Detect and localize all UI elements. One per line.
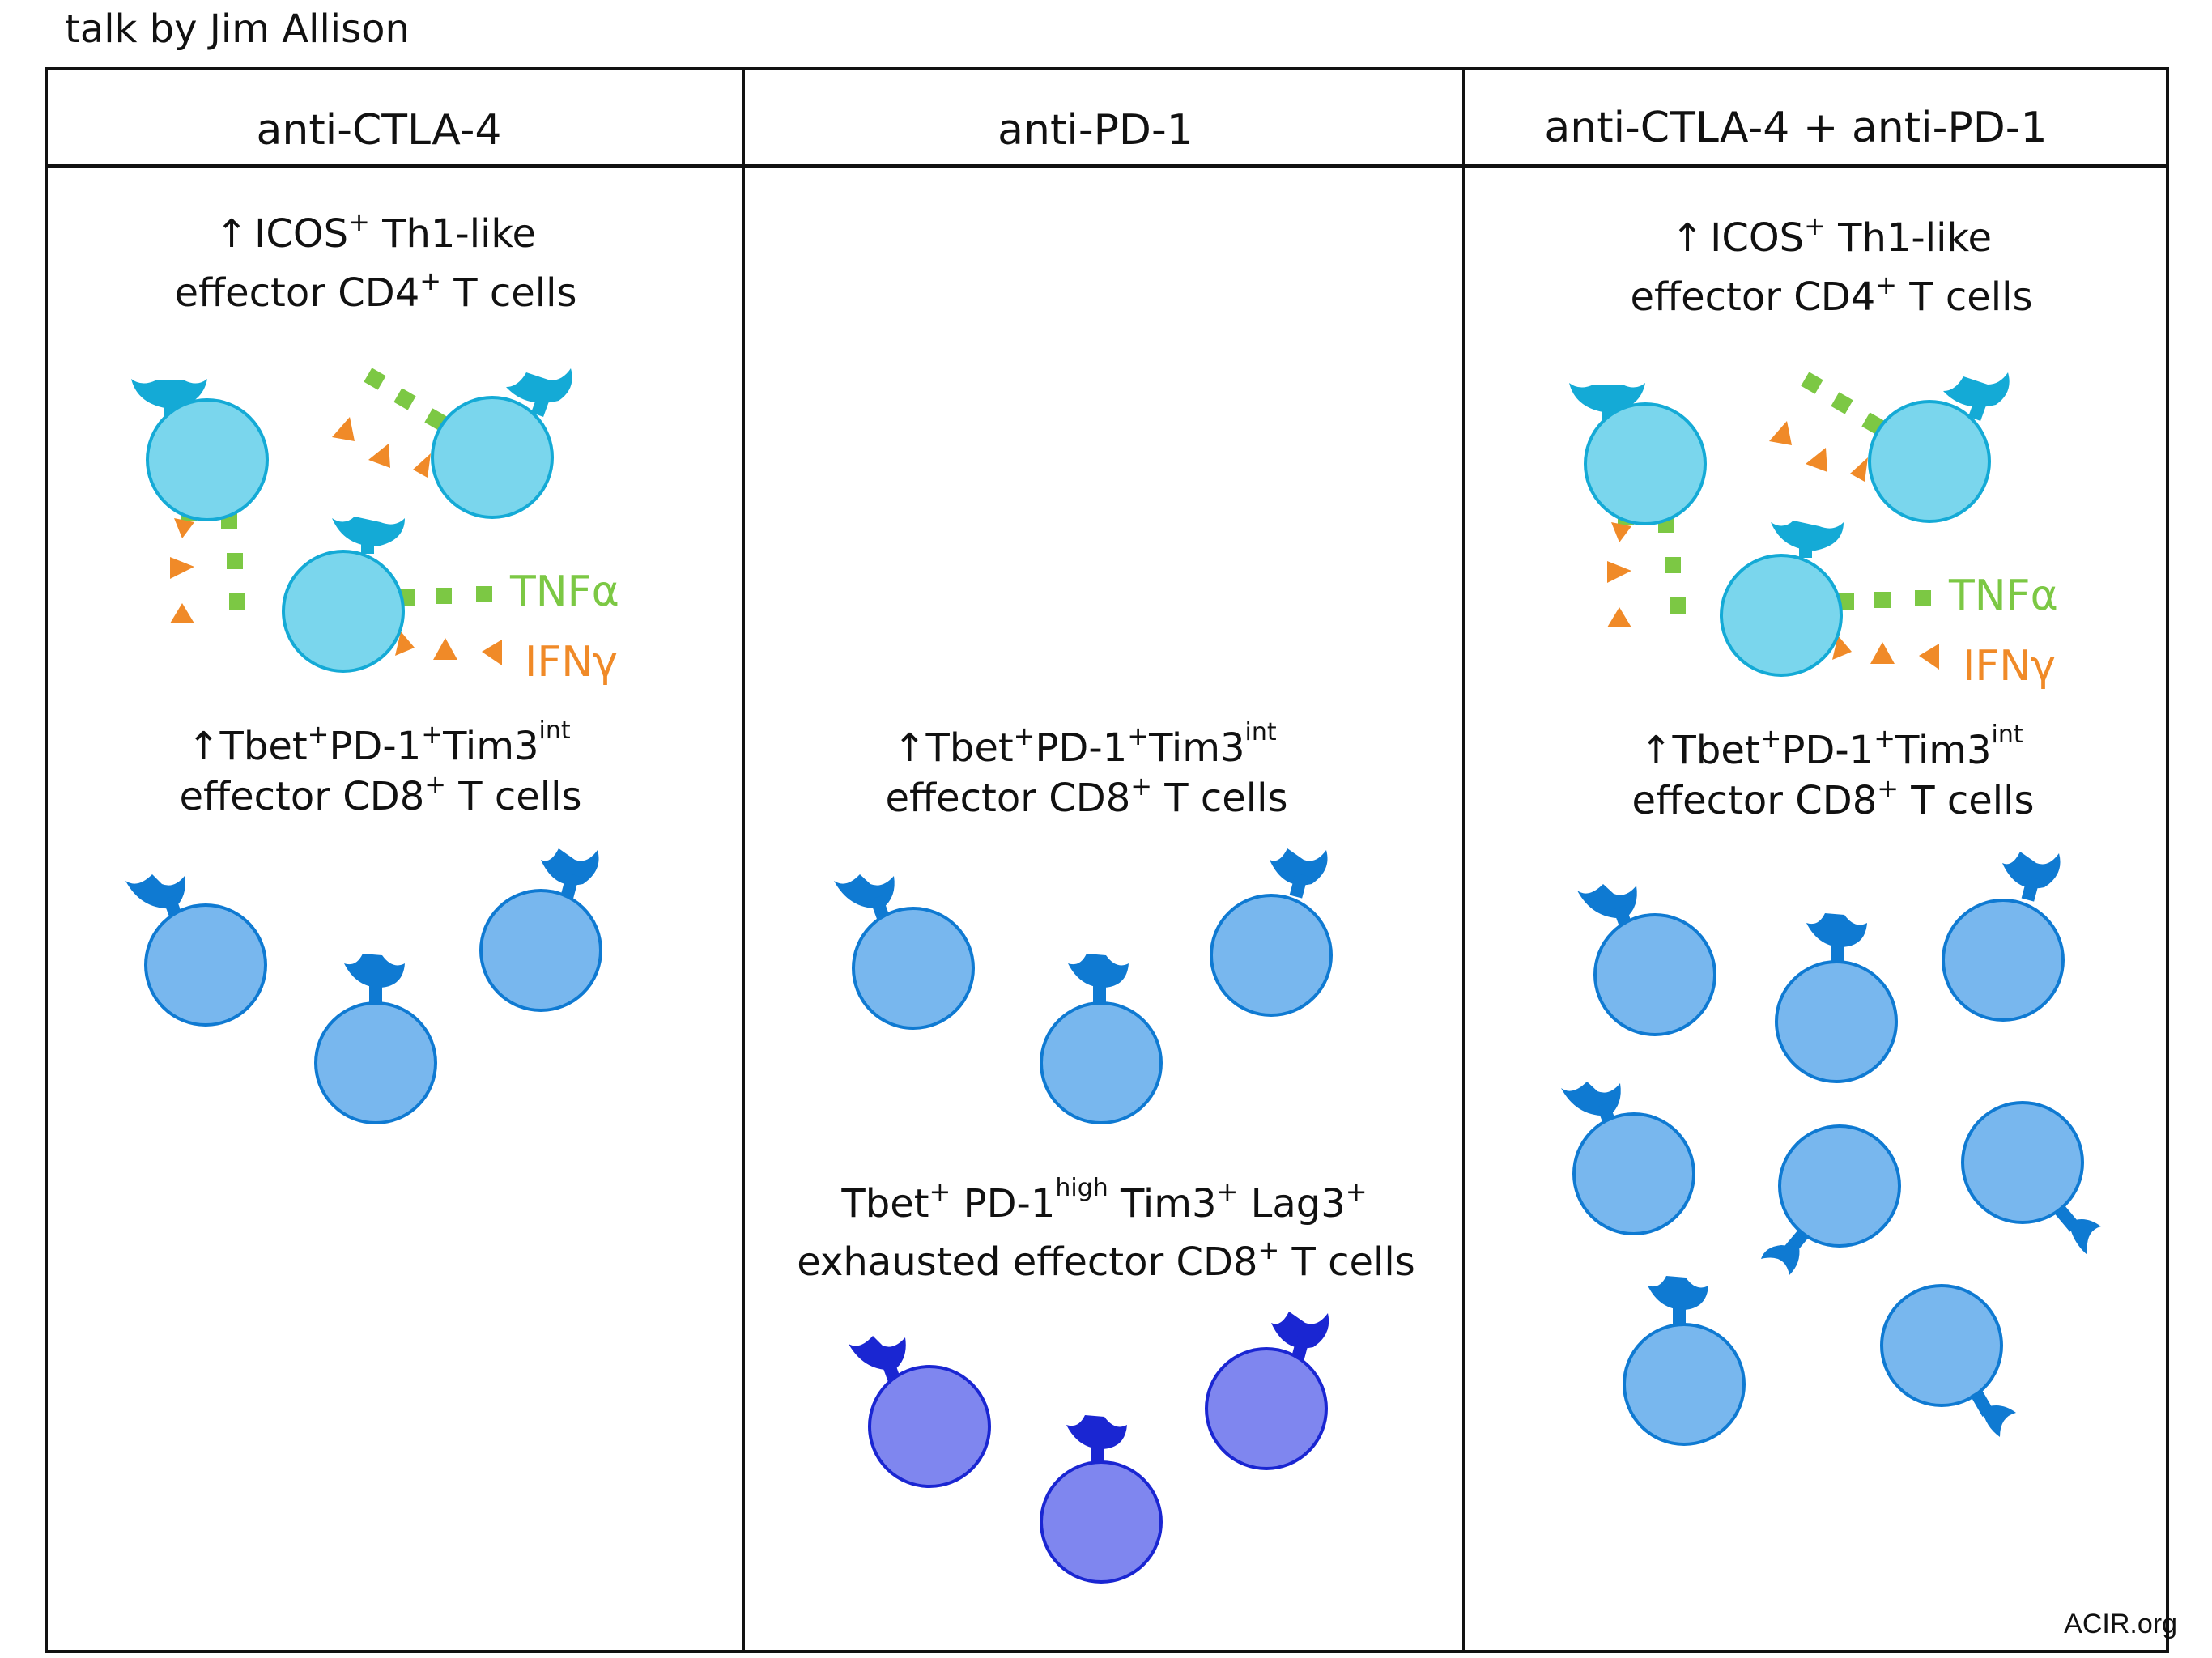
exhausted-phenotype-line1: Tbet+ PD-1high Tim3+ Lag3+ (840, 1174, 1367, 1226)
column-title-anti-pd1: anti-PD-1 (998, 106, 1193, 155)
cd4-phenotype-line2: effector CD4+ T cells (175, 266, 577, 316)
cd8-phenotype-line2: effector CD8+ T cells (1632, 773, 2035, 823)
exhausted-phenotype-line2: exhausted effector CD8+ T cells (797, 1235, 1414, 1285)
cd4-t-cell (1868, 372, 2010, 523)
ifn-gamma-label: IFNγ (1963, 642, 2056, 691)
cd8-t-cell (1775, 913, 1898, 1083)
receptor-icon (1270, 848, 1328, 886)
cd4-phenotype-line2: effector CD4+ T cells (1631, 270, 2033, 320)
cd8-t-cell (479, 848, 602, 1012)
tnf-alpha-label: TNFα (509, 568, 619, 616)
exhausted-cd8-t-cell (849, 1336, 991, 1488)
increase-arrow-icon: ↑ (893, 725, 925, 771)
receptor-icon (1761, 1245, 1800, 1275)
column-title-combination: anti-CTLA-4 + anti-PD-1 (1544, 104, 2047, 152)
cd8-t-cell (1210, 848, 1333, 1017)
exhausted-cd8-t-cell (1205, 1312, 1329, 1470)
receptor-icon (541, 848, 599, 886)
header-note: talk by Jim Allison (65, 6, 410, 52)
increase-arrow-icon: ↑ (1671, 215, 1704, 261)
ifn-gamma-marks (1607, 421, 1939, 670)
exhausted-cell-group (849, 1312, 1329, 1584)
cd8-cell-group-col2 (834, 848, 1333, 1124)
column-title-anti-ctla4: anti-CTLA-4 (257, 106, 502, 155)
cd8-cell-group-col1 (125, 848, 602, 1124)
cd4-t-cell (1569, 383, 1707, 525)
cd4-cell-group-col3 (1569, 372, 2010, 677)
receptor-icon (1943, 372, 2010, 407)
cytokine-cluster-col1: TNFα IFNγ (170, 368, 619, 687)
cd8-t-cell (1040, 954, 1163, 1124)
exhausted-cd8-t-cell (1040, 1415, 1163, 1584)
cd4-t-cell (1720, 521, 1844, 677)
cd8-t-cell (1961, 1101, 2101, 1255)
cd8-cell-group-col3 (1561, 852, 2101, 1446)
receptor-icon (834, 874, 895, 909)
cd8-phenotype-line2: effector CD8+ T cells (180, 769, 582, 819)
cd4-t-cell (131, 379, 269, 521)
cd8-phenotype-line1: ↑Tbet+PD-1+Tim3int (1640, 721, 2023, 773)
outer-border (45, 67, 2169, 1653)
cd8-t-cell (1561, 1082, 1695, 1235)
cd4-cell-group-col1 (131, 368, 572, 673)
cd8-t-cell (1942, 852, 2065, 1022)
cd8-t-cell (1623, 1276, 1746, 1446)
ifn-gamma-marks (170, 417, 502, 665)
cd8-t-cell (1880, 1284, 2016, 1437)
receptor-icon (1271, 1312, 1329, 1349)
increase-arrow-icon: ↑ (187, 724, 219, 769)
cd8-t-cell (834, 874, 975, 1030)
cd8-t-cell (1761, 1124, 1901, 1275)
receptor-icon (506, 368, 572, 403)
receptor-icon (1066, 1415, 1127, 1449)
receptor-icon (1982, 1405, 2016, 1437)
table-frame (45, 67, 2169, 1653)
receptor-icon (344, 954, 405, 988)
cytokine-cluster-col3: TNFα IFNγ (1607, 372, 2058, 691)
cd4-phenotype-line1: ↑ICOS+ Th1-like (1671, 210, 1992, 261)
receptor-icon (1771, 521, 1844, 551)
receptor-icon (849, 1336, 906, 1371)
cd4-t-cell (282, 517, 405, 673)
cd4-phenotype-line1: ↑ICOS+ Th1-like (215, 206, 536, 257)
tnf-alpha-label: TNFα (1948, 572, 2058, 620)
cd8-phenotype-line1: ↑Tbet+PD-1+Tim3int (893, 718, 1277, 771)
source-credit: ACIR.org (2064, 1609, 2177, 1639)
cd8-t-cell (314, 954, 437, 1124)
receptor-icon (2002, 852, 2061, 889)
receptor-icon (1806, 913, 1867, 947)
cd8-t-cell (1577, 884, 1716, 1036)
receptor-icon (1648, 1276, 1708, 1310)
cd8-phenotype-line1: ↑Tbet+PD-1+Tim3int (187, 716, 571, 769)
increase-arrow-icon: ↑ (215, 211, 248, 257)
increase-arrow-icon: ↑ (1640, 728, 1672, 773)
cd8-phenotype-line2: effector CD8+ T cells (886, 771, 1288, 821)
cd8-t-cell (125, 874, 267, 1027)
cd4-t-cell (431, 368, 572, 519)
receptor-icon (332, 517, 405, 546)
receptor-icon (2069, 1219, 2101, 1255)
receptor-icon (1068, 954, 1129, 988)
ifn-gamma-label: IFNγ (525, 638, 618, 687)
